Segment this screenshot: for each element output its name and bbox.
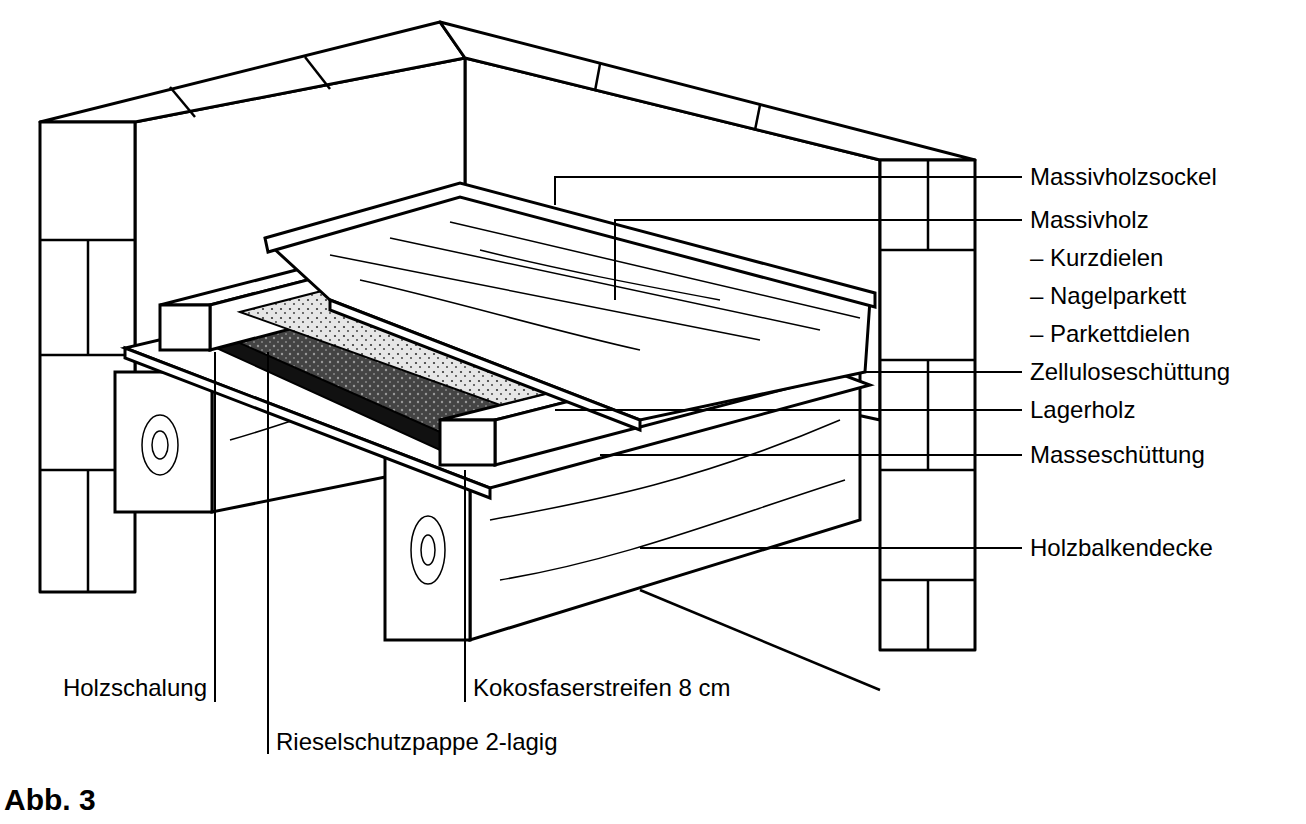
leader-lines [464,470,466,702]
leader-lines [555,409,1022,411]
part-label: Massivholzsockel [1030,163,1217,191]
parquet-grain [330,222,860,350]
beam-grain [421,535,435,565]
part-label: – Parkettdielen [1030,320,1190,348]
leader-lines [214,352,216,702]
beam-grain [142,415,178,475]
part-label: Rieselschutzpappe 2-lagig [276,728,558,756]
figure-caption: Abb. 3 [4,783,96,817]
sleepers [160,305,210,350]
brick-joints [305,57,330,89]
leader-lines [215,177,1022,754]
part-label: Kokosfaserstreifen 8 cm [473,674,730,702]
beams [115,372,212,512]
brick-joints [87,470,90,592]
brick-joints [755,105,760,130]
parquet-grain [360,280,640,350]
part-label: Zelluloseschüttung [1030,358,1230,386]
part-label: – Kurzdielen [1030,244,1163,272]
leader-lines [640,547,1022,549]
walls [40,22,975,650]
leader-lines [555,177,1022,205]
part-label: Holzschalung [63,674,207,702]
brick-joints [170,87,195,117]
beam-grain [500,480,845,580]
brick-joints [927,160,930,250]
parquet-grain [480,250,720,300]
parquet-grain [390,238,820,330]
parquet [265,183,875,307]
parquet-grain [450,222,860,318]
part-label: Masseschüttung [1030,441,1205,469]
part-label: Holzbalkendecke [1030,534,1213,562]
walls [440,22,975,160]
sleepers [440,420,495,465]
leader-lines [615,220,1022,300]
walls [880,160,975,650]
walls [40,122,135,592]
part-label: Lagerholz [1030,396,1135,424]
brick-joints [595,64,600,91]
part-label: Massivholz [1030,206,1149,234]
leader-lines [267,352,269,754]
brick-joints [87,240,90,355]
beam-grain [152,431,168,459]
walls [40,22,465,122]
brick-joints [927,360,930,470]
leader-lines [600,454,1022,456]
brick-joints [40,57,975,690]
part-label: – Nagelparkett [1030,282,1186,310]
beam-grain [411,516,445,584]
brick-joints [927,580,930,650]
leader-lines [865,371,1022,373]
